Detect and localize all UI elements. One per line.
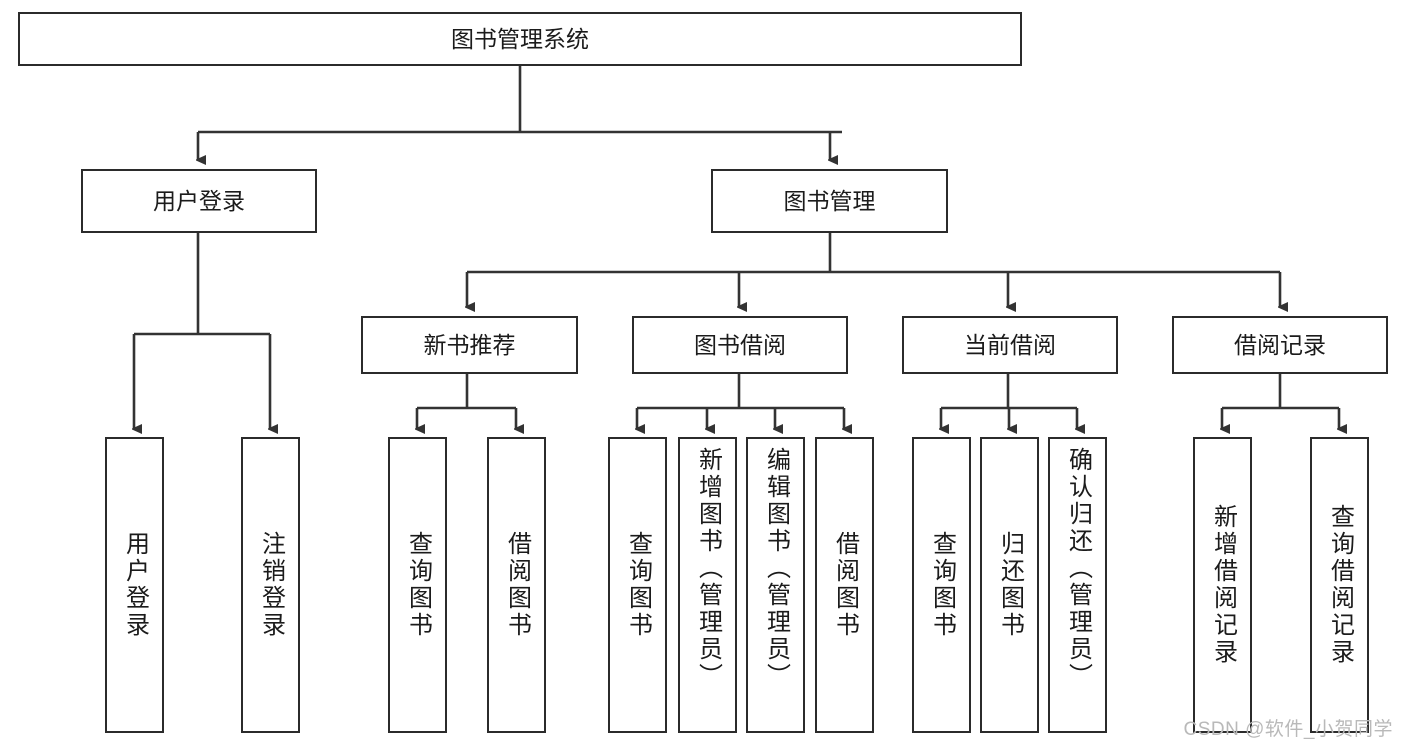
node-leaf-logout[interactable]: 注销登录 [241, 437, 300, 733]
node-label: 查询图书 [624, 531, 652, 639]
node-root-system[interactable]: 图书管理系统 [18, 12, 1022, 66]
node-label: 用户登录 [153, 187, 245, 214]
node-label: 确认归还（管理员） [1064, 447, 1092, 690]
node-label: 图书借阅 [694, 331, 786, 358]
node-label: 查询借阅记录 [1326, 504, 1354, 666]
node-label: 编辑图书（管理员） [762, 447, 790, 690]
node-label: 查询图书 [928, 531, 956, 639]
node-label: 用户登录 [121, 531, 149, 639]
node-leaf-user-login[interactable]: 用户登录 [105, 437, 164, 733]
node-leaf-return-book[interactable]: 归还图书 [980, 437, 1039, 733]
node-leaf-borrow-book[interactable]: 借阅图书 [815, 437, 874, 733]
node-leaf-edit-book-admin[interactable]: 编辑图书（管理员） [746, 437, 805, 733]
node-leaf-add-borrow-record[interactable]: 新增借阅记录 [1193, 437, 1252, 733]
node-label: 借阅图书 [831, 531, 859, 639]
node-borrow-record[interactable]: 借阅记录 [1172, 316, 1388, 374]
node-label: 图书管理 [783, 187, 876, 214]
node-leaf-confirm-return-admin[interactable]: 确认归还（管理员） [1048, 437, 1107, 733]
node-current-borrow[interactable]: 当前借阅 [902, 316, 1118, 374]
node-label: 当前借阅 [964, 331, 1056, 358]
node-leaf-query-book-borrow[interactable]: 查询图书 [608, 437, 667, 733]
node-label: 注销登录 [257, 531, 285, 639]
node-label: 新增借阅记录 [1209, 504, 1237, 666]
node-label: 图书管理系统 [451, 25, 589, 52]
node-book-management[interactable]: 图书管理 [711, 169, 948, 233]
node-label: 新书推荐 [423, 331, 516, 358]
node-label: 新增图书（管理员） [694, 447, 722, 690]
node-leaf-query-book-recommend[interactable]: 查询图书 [388, 437, 447, 733]
node-new-book-recommend[interactable]: 新书推荐 [361, 316, 578, 374]
node-label: 借阅图书 [503, 531, 531, 639]
node-user-login[interactable]: 用户登录 [81, 169, 317, 233]
node-leaf-query-borrow-record[interactable]: 查询借阅记录 [1310, 437, 1369, 733]
node-leaf-query-book-current[interactable]: 查询图书 [912, 437, 971, 733]
node-leaf-borrow-book-recommend[interactable]: 借阅图书 [487, 437, 546, 733]
node-book-borrow[interactable]: 图书借阅 [632, 316, 848, 374]
node-label: 借阅记录 [1234, 331, 1326, 358]
node-leaf-add-book-admin[interactable]: 新增图书（管理员） [678, 437, 737, 733]
node-label: 归还图书 [996, 531, 1024, 639]
node-label: 查询图书 [404, 531, 432, 639]
